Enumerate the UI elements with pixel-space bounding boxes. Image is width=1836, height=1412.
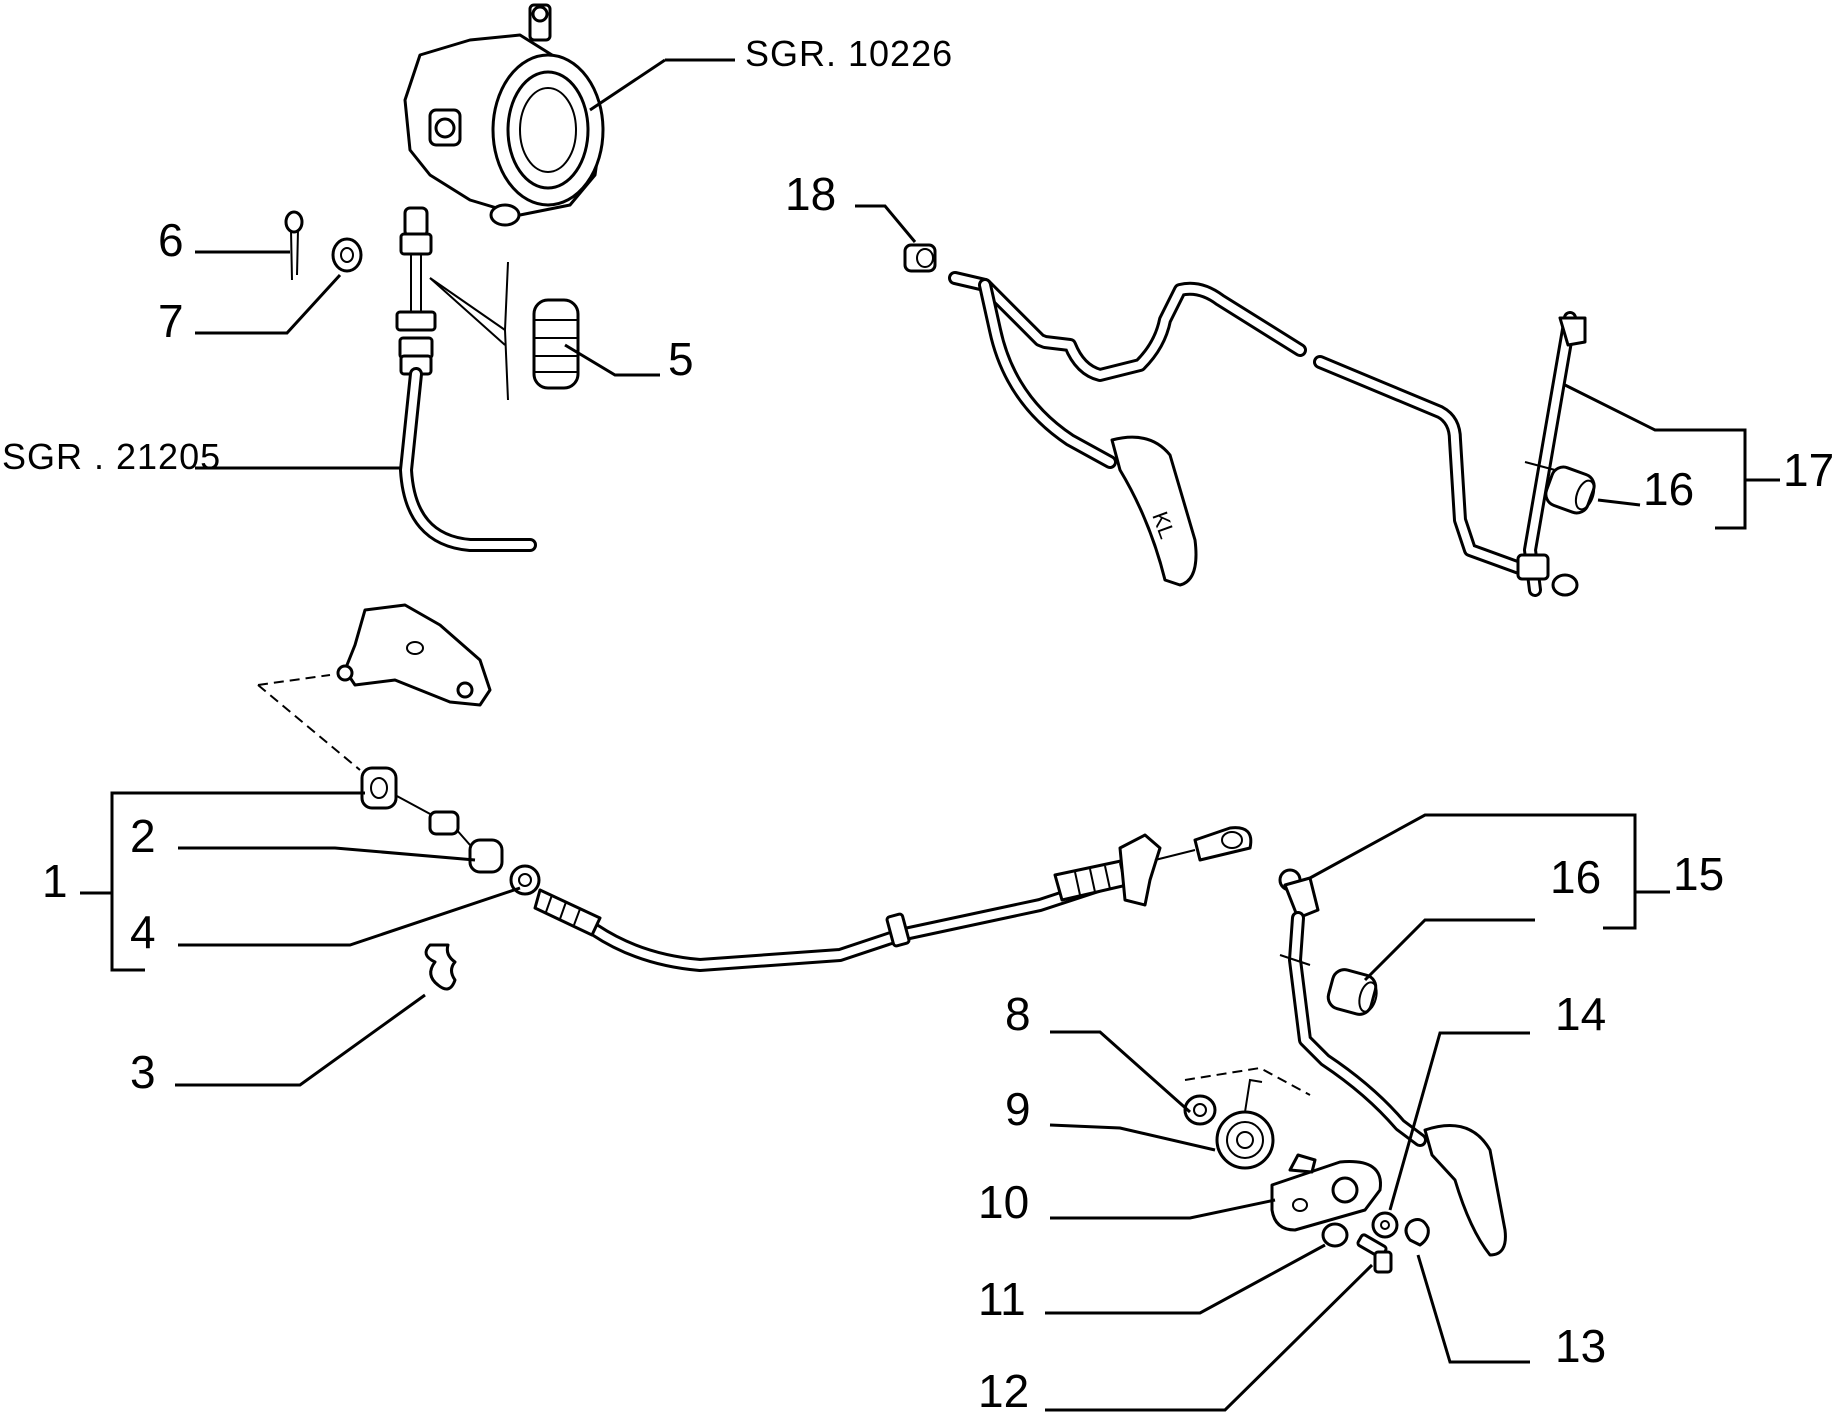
lead-18: [855, 204, 917, 243]
lead-3: [175, 993, 426, 1087]
lower-pedal-assembly: [1278, 868, 1507, 1257]
lead-16-upper: [1597, 498, 1641, 507]
cotter-pin-part-7: [284, 210, 304, 281]
callout-1: 1: [42, 855, 68, 907]
rubber-boot-part-5: [429, 261, 580, 401]
nut-part-11: [1321, 1222, 1349, 1248]
lead-9: [1049, 1123, 1216, 1152]
spring-clip-part-3: [424, 943, 457, 991]
pivot-bracket-part-10: [1270, 1153, 1382, 1232]
main-cable: [360, 766, 1253, 972]
circlip-part-13: [1404, 1218, 1430, 1247]
callout-3: 3: [130, 1046, 156, 1098]
mount-bracket: [336, 603, 492, 707]
callout-9: 9: [1005, 1083, 1031, 1135]
callout-8: 8: [1005, 988, 1031, 1040]
callout-18: 18: [785, 168, 836, 220]
lead-4: [178, 886, 521, 947]
lead-sgr-10226: [589, 58, 666, 112]
callout-5: 5: [668, 333, 694, 385]
lead-12: [1045, 1263, 1374, 1412]
lead-14: [1388, 1031, 1530, 1211]
callout-11: 11: [978, 1273, 1026, 1325]
callout-17: 17: [1783, 444, 1834, 496]
callout-12: 12: [978, 1365, 1029, 1412]
bushing-part-16-upper: [1544, 465, 1596, 515]
lead-15: [1309, 813, 1637, 930]
callout-2: 2: [130, 810, 156, 862]
callout-4: 4: [130, 906, 156, 958]
lead-17: [1564, 383, 1747, 530]
lead-16-lower: [1363, 918, 1535, 982]
throttle-body: [403, 3, 605, 227]
bolt-part-12: [1356, 1233, 1393, 1274]
callout-7: 6: [158, 214, 184, 266]
ref-sgr-21205: SGR . 21205: [2, 436, 221, 477]
dashed-guide: [257, 674, 361, 771]
lead-1: [110, 791, 365, 972]
callout-16-upper: 16: [1643, 463, 1694, 515]
lead-11: [1045, 1243, 1326, 1315]
washer-part-14: [1371, 1211, 1399, 1239]
lead-5: [564, 343, 660, 377]
lead-6: [195, 273, 342, 335]
lead-10: [1050, 1198, 1276, 1220]
washer-part-8: [1183, 1094, 1217, 1126]
ref-sgr-10226: SGR. 10226: [745, 33, 953, 74]
washer-part-6: [331, 237, 363, 273]
callout-10: 10: [978, 1176, 1029, 1228]
callout-16-lower: 16: [1550, 851, 1601, 903]
bushing-part-16-lower: [1326, 968, 1378, 1016]
upper-pedal-assembly: KL: [948, 271, 1587, 597]
torsion-spring-part-9: [1184, 1066, 1311, 1170]
callout-6: 7: [158, 295, 184, 347]
callout-15: 15: [1673, 848, 1724, 900]
clip-part-18: [903, 243, 937, 273]
callout-14: 14: [1555, 988, 1606, 1040]
callout-13: 13: [1555, 1320, 1606, 1372]
lead-13: [1416, 1254, 1530, 1364]
upper-cable-end: [395, 206, 537, 552]
lead-8: [1050, 1030, 1191, 1114]
lead-2: [178, 846, 476, 862]
